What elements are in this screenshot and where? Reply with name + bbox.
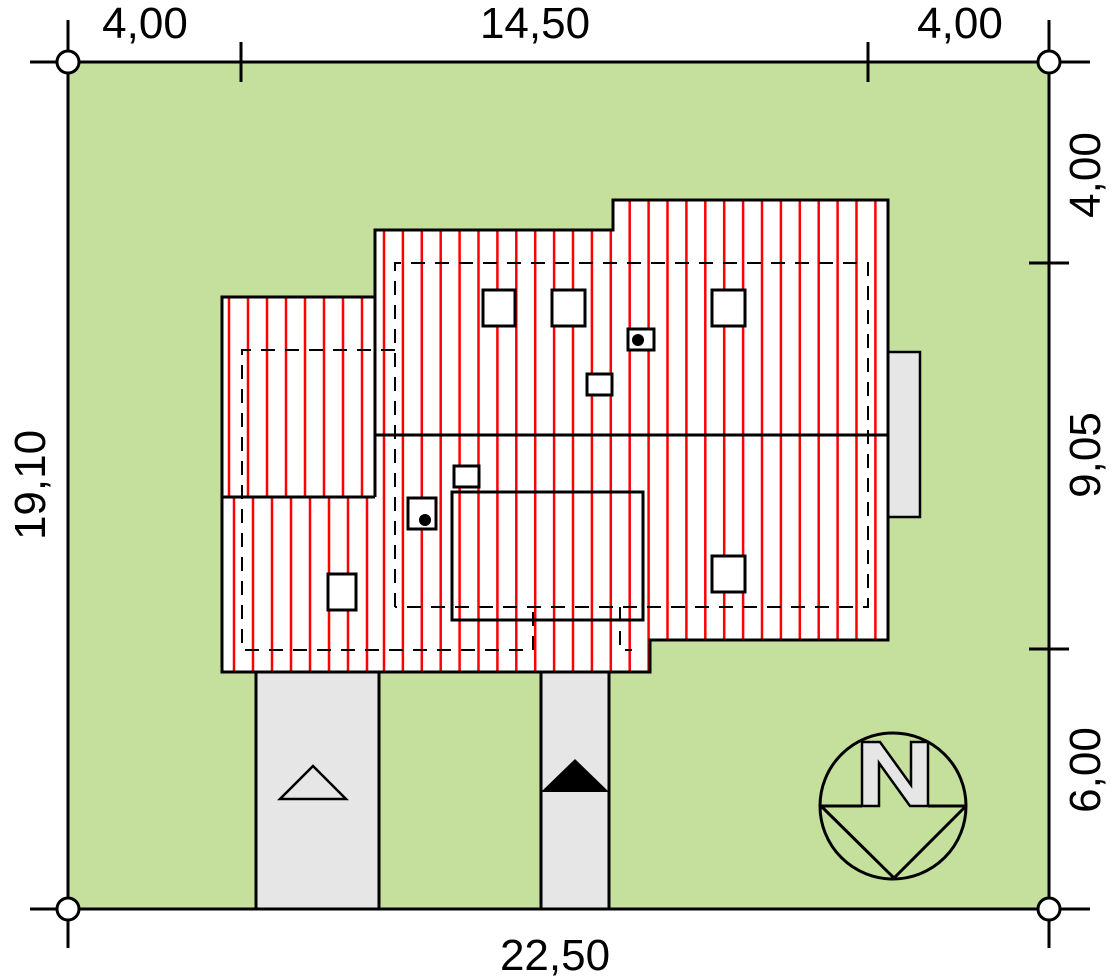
garage-entry-arrow-icon (276, 764, 350, 801)
dim-left: 19,10 (6, 430, 55, 540)
dim-top-left: 4,00 (102, 0, 188, 48)
roof-vent (585, 372, 614, 397)
roof-window (326, 572, 358, 612)
roof-outline (220, 198, 890, 674)
terrace (886, 350, 922, 519)
dim-right-top: 4,00 (1061, 132, 1110, 218)
roof-window (710, 288, 747, 328)
dim-bottom: 22,50 (500, 931, 610, 976)
driveway-left (254, 670, 381, 911)
roof-windows (326, 288, 747, 612)
chimney-flue-icon (419, 514, 431, 526)
roof-window (550, 288, 587, 328)
dim-top-middle: 14,50 (480, 0, 590, 48)
north-arrow-icon: N (0, 0, 968, 881)
roof-window (481, 288, 517, 328)
dim-right-bottom: 6,00 (1061, 727, 1110, 813)
main-entry-arrow-icon (541, 759, 609, 792)
north-label: N (0, 0, 1, 1)
corner-markers (55, 49, 1062, 922)
roof-window (710, 554, 747, 594)
roof-vent (452, 464, 481, 489)
wall-outline-dashed (241, 262, 869, 651)
chimney-flue-icon (632, 334, 644, 346)
dim-top-right: 4,00 (917, 0, 1003, 48)
dim-right-middle: 9,05 (1061, 412, 1110, 498)
